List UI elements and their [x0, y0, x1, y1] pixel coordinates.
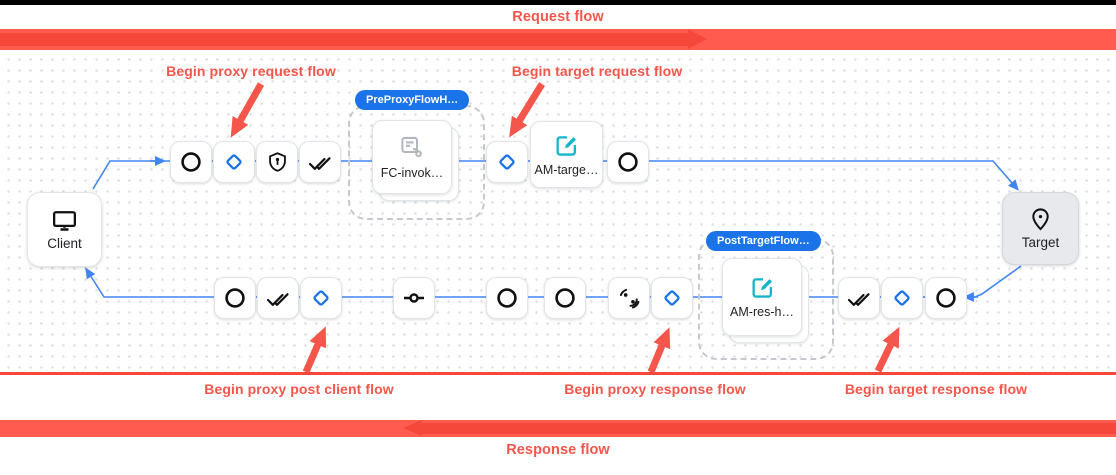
diamond-icon — [892, 288, 912, 308]
post-target-flow-hook-badge[interactable]: PostTargetFlow… — [706, 231, 821, 251]
response-circle-step-2[interactable] — [486, 277, 528, 319]
begin-target-request-label: Begin target request flow — [511, 63, 683, 79]
double-check-icon — [847, 289, 871, 308]
shield-key-icon — [267, 151, 288, 173]
fc-invoke-step[interactable]: FC-invok… — [372, 120, 452, 194]
response-circle-step-3[interactable] — [544, 277, 586, 319]
proxy-editor-canvas[interactable] — [0, 50, 1116, 372]
circle-icon — [496, 287, 518, 309]
request-arrow-head-icon — [688, 29, 707, 49]
monitor-icon — [51, 209, 78, 233]
begin-proxy-request-diamond[interactable] — [213, 141, 255, 183]
double-check-icon — [266, 289, 290, 308]
begin-proxy-response-label: Begin proxy response flow — [564, 381, 746, 397]
target-label: Target — [1021, 235, 1060, 250]
am-response-step[interactable]: AM-res-h… — [722, 258, 802, 336]
client-endpoint[interactable]: Client — [27, 192, 102, 267]
location-pin-icon — [1029, 207, 1052, 232]
target-endpoint[interactable]: Target — [1002, 192, 1079, 265]
client-label: Client — [47, 235, 82, 251]
quota-double-check-step[interactable] — [299, 141, 341, 183]
am-response-label: AM-res-h… — [730, 305, 794, 319]
begin-target-request-diamond[interactable] — [486, 141, 528, 183]
double-check-icon — [308, 153, 332, 172]
top-border-bar — [0, 0, 1116, 5]
canvas-bottom-divider — [0, 372, 1116, 375]
edit-square-icon — [750, 275, 775, 300]
fc-invoke-label: FC-invok… — [380, 166, 444, 180]
begin-target-response-diamond[interactable] — [881, 277, 923, 319]
commit-point-step[interactable] — [393, 277, 435, 319]
response-arrow-body — [421, 423, 1116, 434]
request-circle-step-2[interactable] — [607, 141, 649, 183]
response-flow-arrow-bar — [0, 420, 1116, 437]
begin-target-response-label: Begin target response flow — [844, 381, 1028, 397]
request-circle-step-1[interactable] — [170, 141, 212, 183]
begin-proxy-response-diamond[interactable] — [651, 277, 693, 319]
verify-api-key-step[interactable] — [256, 141, 298, 183]
diamond-icon — [311, 288, 331, 308]
response-flow-title: Response flow — [506, 442, 610, 458]
diamond-icon — [224, 152, 244, 172]
response-circle-step-4[interactable] — [925, 277, 967, 319]
request-arrow-body — [0, 33, 688, 46]
begin-proxy-post-client-label: Begin proxy post client flow — [204, 381, 394, 397]
am-target-step[interactable]: AM-targe… — [530, 121, 603, 188]
circle-icon — [180, 151, 202, 173]
signal-waves-icon — [618, 287, 641, 310]
begin-proxy-request-label: Begin proxy request flow — [166, 63, 336, 79]
edit-square-icon — [554, 133, 579, 158]
response-arrow-head-icon — [403, 420, 422, 436]
request-flow-arrow-bar — [0, 29, 1116, 50]
circle-icon — [617, 151, 639, 173]
response-double-check-step[interactable] — [257, 277, 299, 319]
target-response-double-check-step[interactable] — [838, 277, 880, 319]
begin-proxy-post-client-diamond[interactable] — [300, 277, 342, 319]
request-flow-title: Request flow — [512, 9, 604, 25]
diamond-icon — [662, 288, 682, 308]
diamond-icon — [497, 152, 517, 172]
commit-point-icon — [402, 286, 426, 310]
pre-proxy-flow-hook-badge[interactable]: PreProxyFlowH… — [355, 90, 470, 110]
circle-icon — [224, 287, 246, 309]
flow-callout-icon — [399, 134, 426, 161]
response-circle-step-1[interactable] — [214, 277, 256, 319]
circle-icon — [935, 287, 957, 309]
signal-waves-step[interactable] — [608, 277, 650, 319]
am-target-label: AM-targe… — [534, 162, 599, 177]
circle-icon — [554, 287, 576, 309]
